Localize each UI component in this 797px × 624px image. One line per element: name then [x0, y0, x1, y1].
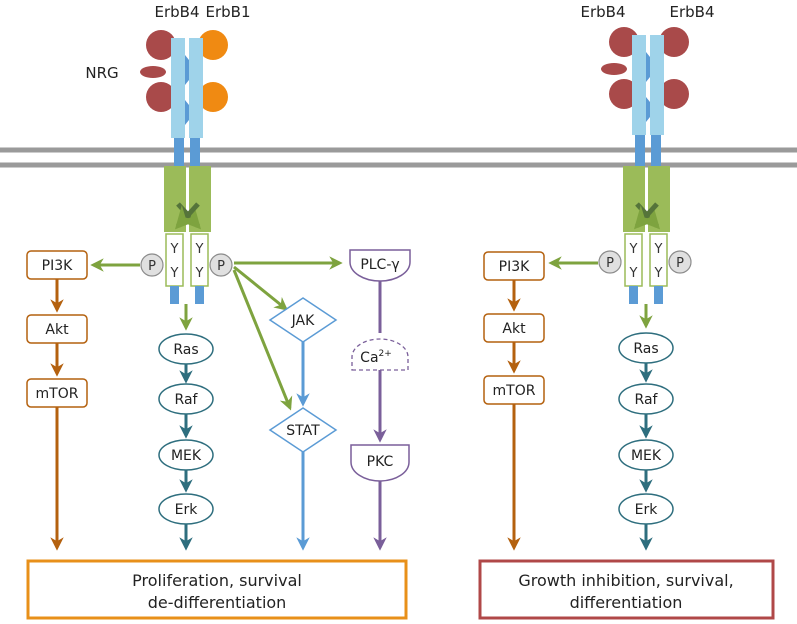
- calcium-node: [351, 338, 409, 371]
- receptor-label-erbb1: ErbB1: [206, 3, 251, 21]
- transphosphorylation-cross: [633, 202, 661, 230]
- erbb4-domain: [609, 79, 639, 109]
- transmembrane-domain: [635, 135, 645, 166]
- receptor-label-erbb4: ErbB4: [155, 3, 200, 21]
- nrg-ligand: [601, 63, 627, 75]
- nrg-ligand: [140, 66, 166, 78]
- raf-label: Raf: [175, 392, 199, 408]
- mek-label: MEK: [171, 448, 202, 464]
- plc-gamma-label: PLC-γ: [360, 257, 399, 273]
- plc-gamma-node: [349, 249, 411, 282]
- erbb4-domain: [609, 27, 639, 57]
- mtor-label: mTOR: [493, 383, 536, 399]
- akt-label: Akt: [502, 321, 526, 337]
- tyrosine-y: Y: [629, 266, 638, 281]
- pi3k-pathway-right: PI3K Akt mTOR: [483, 251, 545, 551]
- ras-label: Ras: [633, 341, 658, 357]
- outcome-box-left: Proliferation, survival de-differentiati…: [26, 559, 408, 620]
- tyrosine-y: Y: [170, 266, 179, 281]
- outcome-left-line1: Proliferation, survival: [132, 571, 302, 590]
- erbb4-domain: [659, 27, 689, 57]
- outcome-box-right: Growth inhibition, survival, differentia…: [478, 559, 775, 620]
- erk-label: Erk: [635, 502, 659, 518]
- transphosphorylation-cross: [174, 202, 202, 230]
- pi3k-label: PI3K: [499, 259, 530, 275]
- phosphate-p: P: [676, 256, 684, 271]
- akt-label: Akt: [45, 322, 69, 338]
- extracellular-domain: [171, 38, 185, 138]
- receptor-label-erbb4: ErbB4: [581, 3, 626, 21]
- phosphate-circle: [668, 250, 692, 274]
- erbb4-domain: [146, 30, 176, 60]
- tyrosine-y: Y: [195, 242, 204, 257]
- calcium-label: Ca2+: [360, 349, 392, 366]
- transmembrane-domain: [651, 135, 661, 166]
- pkc-node: [350, 444, 410, 482]
- ligand-label: NRG: [85, 64, 118, 82]
- mek-label: MEK: [631, 448, 662, 464]
- extracellular-domain: [650, 35, 664, 135]
- erbb4-domain: [146, 82, 176, 112]
- phosphate-p: P: [148, 259, 156, 274]
- erbb4-erbb1-heterodimer: ErbB4 ErbB1 NRG Y Y Y Y: [85, 3, 251, 304]
- pi3k-label: PI3K: [42, 258, 73, 274]
- erbb4-homodimer: ErbB4 ErbB4 Y Y Y Y P P: [581, 3, 715, 304]
- tyrosine-y: Y: [654, 242, 663, 257]
- erbb4-domain: [659, 79, 689, 109]
- outcome-right-line2: differentiation: [570, 593, 683, 612]
- jak-stat-pathway: JAK STAT: [268, 297, 338, 551]
- tyrosine-y: Y: [195, 266, 204, 281]
- receptor-output-arrows-right: [548, 256, 653, 329]
- tyrosine-y: Y: [654, 266, 663, 281]
- phosphate-circle: [140, 253, 164, 277]
- receptor-label-erbb4: ErbB4: [670, 3, 715, 21]
- extracellular-domain: [189, 38, 203, 138]
- outcome-left-line2: de-differentiation: [148, 593, 287, 612]
- receptor-output-arrows: [90, 256, 343, 411]
- extracellular-domain: [632, 35, 646, 135]
- outcome-right-line1: Growth inhibition, survival,: [518, 571, 733, 590]
- pkc-label: PKC: [367, 454, 394, 470]
- ras-label: Ras: [173, 342, 198, 358]
- erk-label: Erk: [175, 502, 199, 518]
- jak-label: JAK: [291, 313, 315, 329]
- mtor-label: mTOR: [36, 386, 79, 402]
- mapk-pathway-left: Ras Raf MEK Erk: [158, 333, 214, 551]
- phosphate-p: P: [217, 259, 225, 274]
- erbb1-domain: [198, 82, 228, 112]
- raf-label: Raf: [635, 392, 659, 408]
- cell-membrane: [0, 147, 797, 168]
- phosphate-circle: [209, 253, 233, 277]
- phosphate-circle: [598, 250, 622, 274]
- tyrosine-y: Y: [170, 242, 179, 257]
- transmembrane-domain: [190, 138, 200, 166]
- stat-label: STAT: [286, 423, 320, 439]
- phosphate-p: P: [606, 256, 614, 271]
- mapk-pathway-right: Ras Raf MEK Erk: [618, 332, 674, 551]
- tyrosine-y: Y: [629, 242, 638, 257]
- plc-pathway: PLC-γ Ca2+ PKC: [349, 249, 411, 551]
- erbb1-domain: [198, 30, 228, 60]
- transmembrane-domain: [174, 138, 184, 166]
- pi3k-pathway-left: PI3K Akt mTOR: [26, 250, 88, 551]
